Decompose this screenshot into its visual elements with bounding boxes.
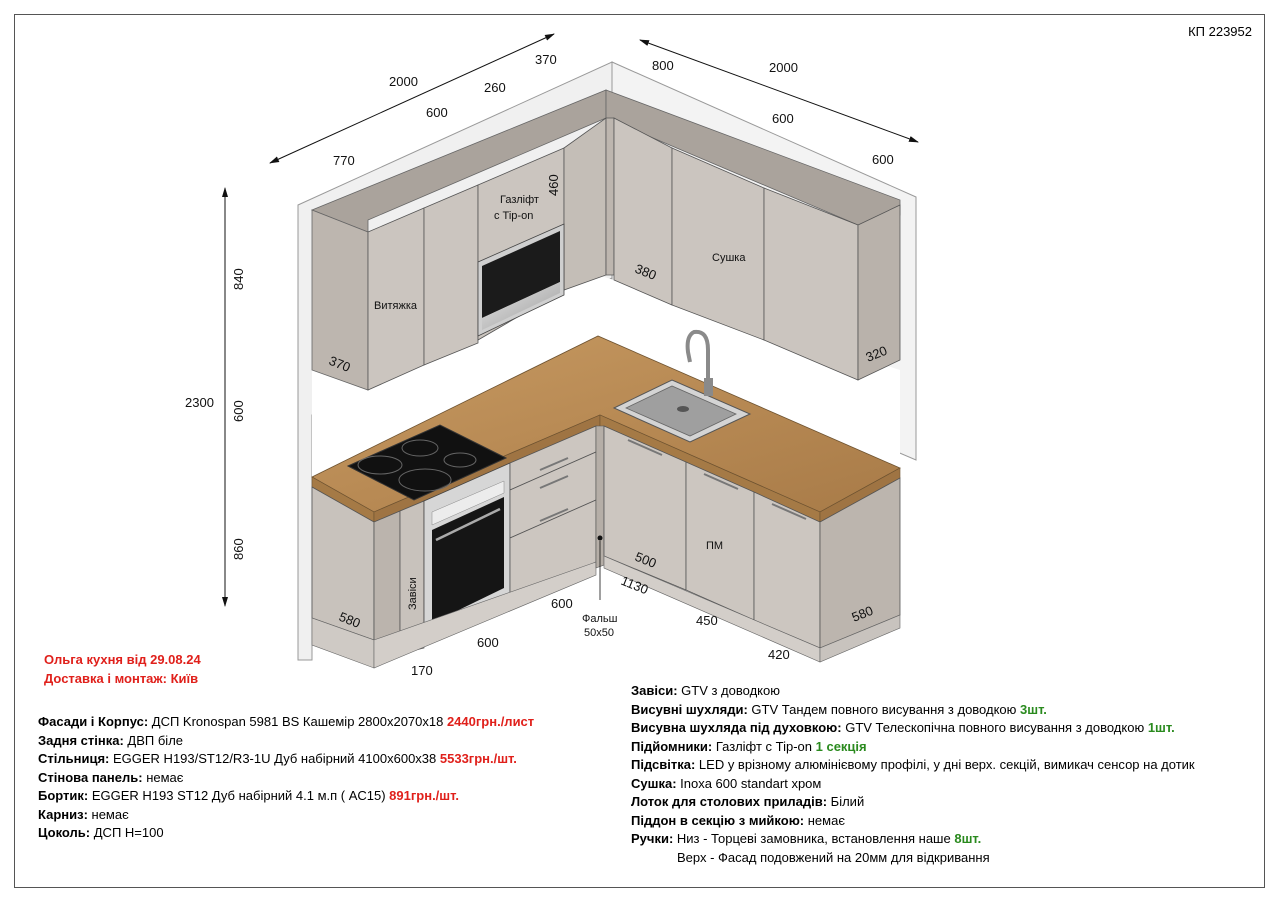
client-line-1: Ольга кухня від 29.08.24 [44,652,201,667]
client-info: Ольга кухня від 29.08.24 Доставка і монт… [44,650,201,688]
spec-text: немає [804,812,845,828]
spec-text: GTV Тандем повного висування з доводкою [747,701,1021,717]
spec-row: Висувна шухляда під духовкою: GTV Телеск… [631,719,1195,738]
spec-key: Стільниця: [38,751,110,766]
dim-top-left-770: 770 [333,153,355,168]
faucet [685,329,710,395]
spec-accent: 3шт. [1020,701,1047,717]
spec-row: Лоток для столових приладів: Білий [631,793,1195,812]
label-hinges: Завіси [407,577,419,610]
spec-key: Ручки: [631,831,674,846]
dim-base-170: 170 [411,663,433,678]
spec-accent: 5533грн./шт. [439,751,517,766]
client-line-2: Доставка і монтаж: Київ [44,671,199,686]
spec-key: Карниз: [38,806,88,822]
spec-key: Стінова панель: [38,769,143,785]
spec-text: EGGER H193/ST12/R3-1U Дуб набірний 4100х… [109,751,440,766]
spec-text: EGGER H193 ST12 Дуб набірний 4.1 м.п ( A… [88,788,390,803]
spec-row: Карниз: немає [38,806,534,825]
dim-top-left-total: 2000 [389,74,418,89]
countertop [311,329,901,523]
spec-text: GTV Телескопічна повного висування з дов… [841,720,1148,735]
dim-base-420: 420 [768,647,790,662]
spec-text: Білий [827,794,865,809]
spec-accent: 2440грн./лист [446,714,535,729]
spec-key: Цоколь: [38,825,91,840]
spec-key: Задня стінка: [38,732,124,748]
label-gaslift-1: Газліфт [500,194,539,206]
dim-base-450: 450 [696,613,718,628]
spec-text: Низ - Торцеві замовника, встановлення на… [673,831,955,846]
spec-accent: 1шт. [1147,720,1175,735]
label-gaslift-2: с Tip-on [494,210,533,222]
induction-hob [346,424,508,501]
spec-text: немає [142,769,184,785]
spec-row: Підсвітка: LED у врізному алюмінієвому п… [631,756,1195,775]
spec-row: Стінова панель: немає [38,769,534,788]
dim-top-right-600b: 600 [872,152,894,167]
drawing-frame [14,14,1265,888]
spec-left: Фасади і Корпус: ДСП Kronospan 5981 BS К… [38,713,534,843]
spec-row: Завіси: GTV з доводкою [631,682,1195,701]
spec-text: Газліфт с Tip-on [712,738,816,754]
spec-row: Задня стінка: ДВП біле [38,732,534,751]
dim-base-600b: 600 [477,635,499,650]
spec-key: Висувна шухляда під духовкою: [631,720,842,735]
dim-oven-460: 460 [546,174,561,196]
spec-key: Підсвітка: [631,757,696,772]
dim-height-middle: 600 [231,400,246,422]
spec-row: Висувні шухляди: GTV Тандем повного вису… [631,701,1195,720]
spec-accent: 8шт. [954,831,982,846]
base-cabinets-left [311,425,605,669]
spec-key: Підйомники: [631,738,713,754]
spec-row: Стільниця: EGGER H193/ST12/R3-1U Дуб наб… [38,750,534,769]
spec-key: Завіси: [631,683,678,698]
spec-row: Підйомники: Газліфт с Tip-on 1 секція [631,738,1195,757]
dim-top-right-800: 800 [652,58,674,73]
spec-text: GTV з доводкою [677,683,780,698]
spec-key: Сушка: [631,775,677,791]
spec-text: немає [87,806,129,822]
spec-row: Ручки: Низ - Торцеві замовника, встановл… [631,830,1195,849]
spec-row: Цоколь: ДСП Н=100 [38,824,534,843]
spec-row: Піддон в секцію з мийкою: немає [631,812,1195,831]
dim-top-left-260: 260 [484,80,506,95]
label-falsh-2: 50х50 [584,627,614,639]
spec-text: ДВП біле [123,732,184,748]
spec-text: ДСП Kronospan 5981 BS Кашемір 2800х2070х… [148,714,447,729]
dim-top-right-total: 2000 [769,60,798,75]
spec-row-extra: Верх - Фасад подовжений на 20мм для відк… [677,849,990,865]
spec-accent: 1 секція [815,738,867,754]
dim-top-left-600: 600 [426,105,448,120]
spec-key: Висувні шухляди: [631,701,748,717]
spec-row: Бортик: EGGER H193 ST12 Дуб набірний 4.1… [38,787,534,806]
label-hood: Витяжка [374,300,418,312]
dim-top-corner-370: 370 [535,52,557,67]
spec-key: Фасади і Корпус: [38,714,149,729]
base-cabinets-right [603,425,901,663]
dim-height-upper: 840 [231,268,246,290]
label-falsh-1: Фальш [582,613,618,625]
spec-key: Лоток для столових приладів: [631,794,828,809]
dimension-lines [222,33,919,607]
project-code: КП 223952 [1188,24,1252,39]
spec-text: LED у врізному алюмінієвому профілі, у д… [695,757,1195,772]
spec-row: Сушка: Inoxa 600 standart хром [631,775,1195,794]
component-labels: Витяжка Газліфт с Tip-on Сушка ПМ Завіси… [374,194,746,639]
spec-accent: 891грн./шт. [389,788,459,803]
spec-row: Фасади і Корпус: ДСП Kronospan 5981 BS К… [38,713,534,732]
dim-top-right-600a: 600 [772,111,794,126]
spec-text: ДСП Н=100 [90,825,164,840]
label-dishwasher: ПМ [706,540,723,552]
spec-text: Inoxa 600 standart хром [676,775,822,791]
label-dryer: Сушка [712,252,746,264]
spec-key: Піддон в секцію з мийкою: [631,812,805,828]
dim-height-lower: 860 [231,538,246,560]
dim-base-600a: 600 [551,596,573,611]
dim-height-total: 2300 [185,395,214,410]
spec-key: Бортик: [38,788,89,803]
